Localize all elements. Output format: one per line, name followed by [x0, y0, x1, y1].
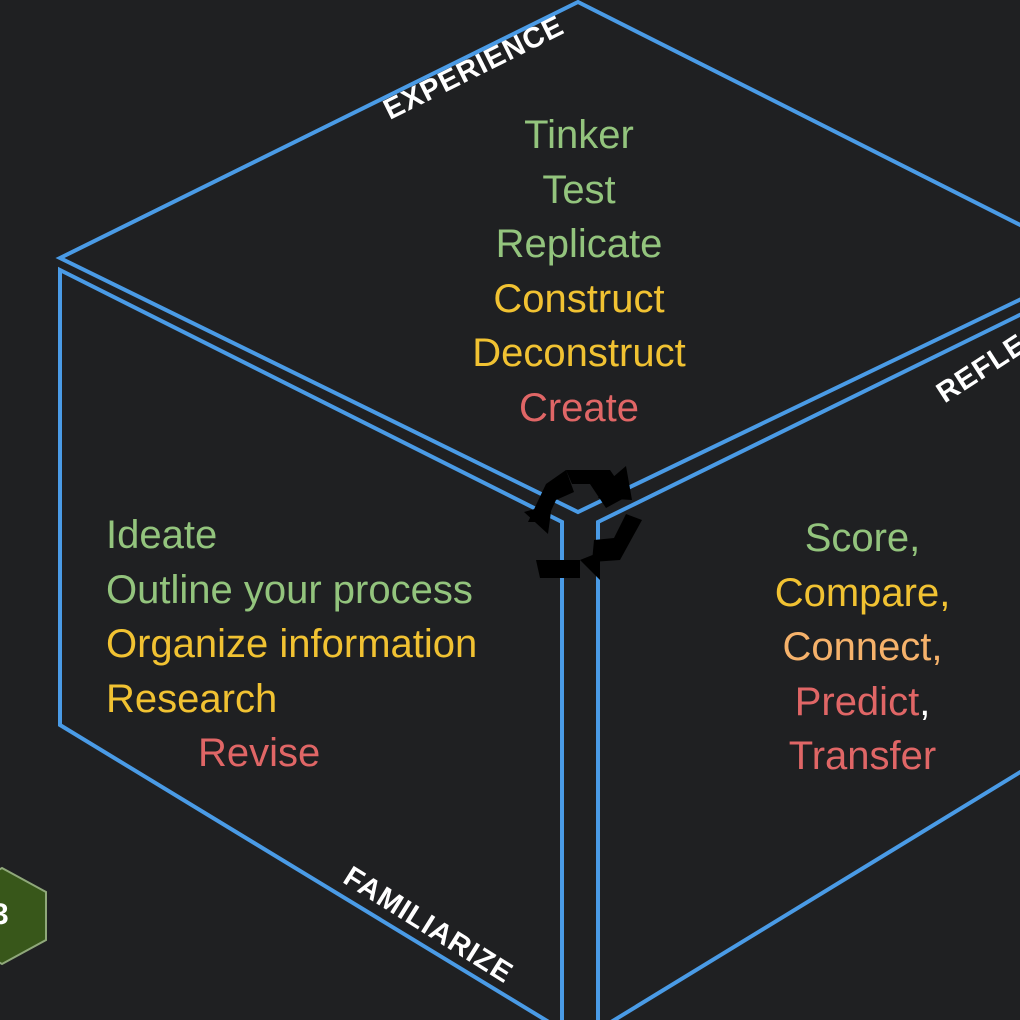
list-item: Research: [106, 676, 278, 721]
list-item: Outline your process: [106, 567, 473, 612]
recycle-icon: [524, 466, 642, 580]
list-item: Ideate: [106, 513, 218, 557]
left-face-outline: [58, 266, 564, 1020]
list-item-suffix: ,: [919, 679, 931, 724]
list-item: Revise: [198, 731, 321, 775]
list-item: Test: [542, 167, 616, 212]
list-item-text: Predict: [794, 679, 920, 724]
list-item: Score,: [804, 516, 921, 560]
top-face-outline: [55, 0, 1020, 515]
list-item: Transfer: [788, 734, 937, 778]
list-item: Replicate: [495, 222, 663, 266]
hexagon-badge-icon: [0, 866, 47, 966]
list-item: Predict,: [740, 675, 985, 730]
reflect-word-list: Score, Compare, Connect, Predict, Transf…: [740, 511, 985, 784]
familiarize-word-list: Ideate Outline your process Organize inf…: [106, 508, 546, 781]
badge-number: 3: [0, 898, 9, 931]
list-item: Organize information: [106, 622, 478, 666]
list-item: Compare,: [774, 570, 951, 615]
list-item: Connect,: [782, 625, 943, 669]
list-item: Tinker: [524, 113, 634, 157]
right-face-outline: [596, 312, 1020, 1020]
list-item: Create: [518, 385, 640, 430]
experience-word-list: Tinker Test Replicate Construct Deconstr…: [379, 108, 779, 435]
list-item: Construct: [493, 276, 665, 321]
list-item: Deconstruct: [472, 331, 686, 375]
